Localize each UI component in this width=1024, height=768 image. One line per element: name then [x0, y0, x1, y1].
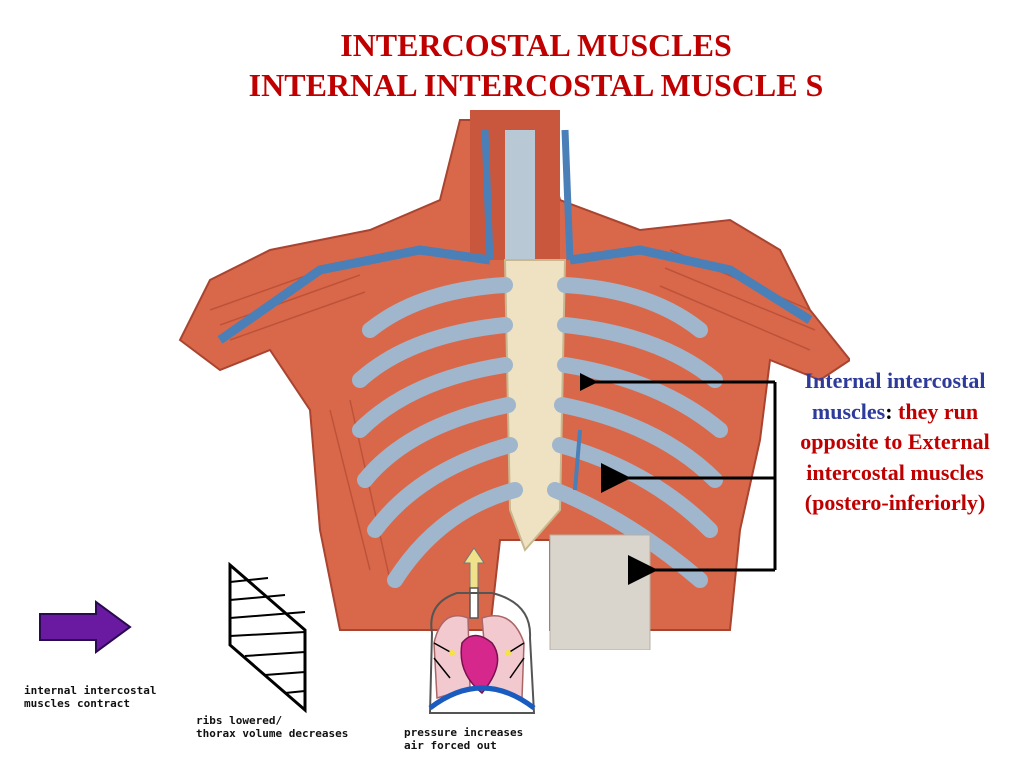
contract-label-line1: internal intercostal [24, 684, 157, 697]
ribs-label: ribs lowered/ thorax volume decreases [196, 714, 348, 740]
subclavian-vein-right [569, 245, 813, 324]
rib-left-6 [387, 482, 523, 588]
rib-line [229, 594, 286, 601]
pressure-label-line2: air forced out [404, 739, 497, 752]
rib-line [264, 671, 306, 676]
rib-line [229, 631, 306, 637]
contract-label: internal intercostal muscles contract [24, 684, 156, 710]
trachea [505, 130, 535, 260]
rib-right-4 [554, 397, 723, 488]
rib-right-2 [557, 317, 723, 388]
ribs-label-line2: thorax volume decreases [196, 727, 349, 740]
pressure-arrow [507, 642, 525, 654]
diaphragm [428, 685, 536, 710]
ribs-label-line1: ribs lowered/ [196, 714, 283, 727]
sternum [503, 259, 567, 552]
rib-line [244, 651, 306, 657]
caption-term: Internal intercostal muscles [804, 368, 986, 424]
rectus-sheath [549, 534, 651, 650]
contract-label-line2: muscles contract [24, 697, 130, 710]
pressure-arrow [509, 657, 525, 679]
thorax-anatomy-illustration [178, 110, 850, 650]
pressure-label-line1: pressure increases [404, 726, 524, 739]
pressure-arrow [433, 642, 453, 654]
slide-title-line1: INTERCOSTAL MUSCLES [340, 27, 732, 63]
muscle-fiber [229, 291, 366, 341]
rib-left-5 [367, 437, 518, 538]
left-lung [433, 615, 471, 699]
rib-cage-outline [228, 561, 307, 714]
caption-colon: : [885, 398, 893, 424]
rib-left-3 [352, 357, 513, 438]
lungs-exhalation-diagram [428, 548, 536, 714]
rib-line [229, 577, 269, 583]
rib-left-2 [352, 317, 513, 388]
rib-cage-wall [428, 592, 536, 714]
rib-line [284, 690, 306, 694]
muscle-fiber [659, 285, 811, 351]
rib-right-1 [557, 277, 708, 338]
pressure-label: pressure increases air forced out [404, 726, 523, 752]
ribs-lowered-diagram [228, 561, 307, 714]
muscle-fiber [664, 267, 816, 331]
trachea-tube [469, 587, 479, 619]
rib-left-1 [362, 277, 513, 338]
pointer-arrows [580, 370, 777, 585]
rib-right-3 [557, 357, 728, 438]
caption-text: they run opposite to External intercosta… [800, 398, 990, 516]
intercostal-vessel [573, 429, 582, 491]
pressure-arrow [433, 657, 451, 679]
purple-right-arrow-icon [39, 600, 132, 654]
airflow-up-arrow-icon [463, 548, 485, 589]
pressure-dot [505, 650, 511, 656]
jugular-vein-right [561, 129, 574, 261]
rib-right-6 [547, 482, 708, 588]
muscle-fiber [219, 274, 361, 326]
subclavian-vein-left [217, 245, 491, 344]
heart [460, 634, 499, 695]
rib-left-4 [357, 397, 516, 488]
muscle-fiber [329, 409, 371, 571]
slide-title-line2: INTERNAL INTERCOSTAL MUSCLE S [248, 67, 824, 103]
internal-intercostal-caption: Internal intercostal muscles: they run o… [790, 366, 1000, 519]
rib-line [229, 611, 306, 619]
jugular-vein-left [481, 129, 494, 261]
pressure-dot [449, 650, 455, 656]
